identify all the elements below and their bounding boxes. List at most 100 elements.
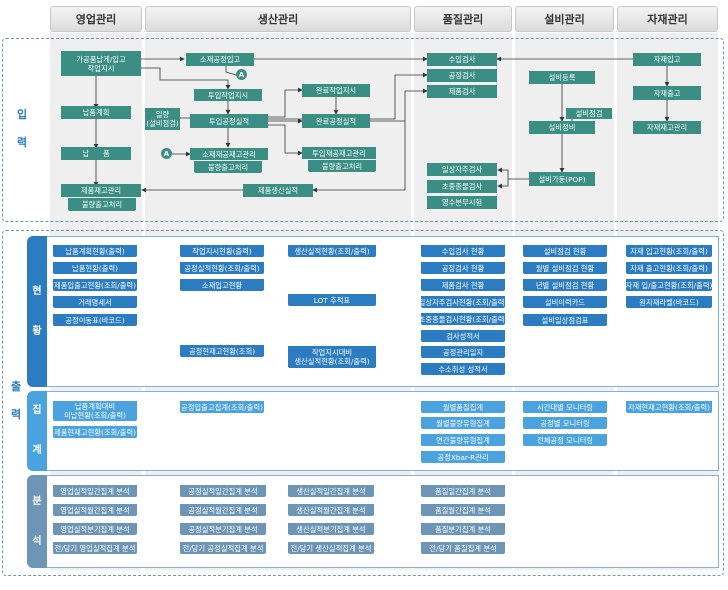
agg-quality-1: 월별불량유형집계 xyxy=(421,417,505,429)
cur-quality-1: 공정검사 현황 xyxy=(421,262,505,274)
agg-quality-3: 공정Xbar-R관리 xyxy=(421,451,505,463)
box-equipment-register: 설비등록 xyxy=(529,71,595,84)
cur-prod1-1: 공정실적현황(조회/출력) xyxy=(180,262,264,274)
box-product-stock: 제품재고관리 xyxy=(61,184,141,197)
box-delivery: 납 품 xyxy=(61,147,131,160)
cur-sales-1: 납품현황(출력) xyxy=(53,262,137,274)
ana-quality-2: 품질분기집계 분석 xyxy=(421,523,505,535)
agg-equip-0: 시간대별 모니터링 xyxy=(523,401,607,413)
ana-prod2-0: 생산실적일간집계 분석 xyxy=(288,485,374,497)
input-section-label: 입 력 xyxy=(16,108,28,149)
cur-quality-0: 수입검사 현황 xyxy=(421,245,505,257)
box-material-out: 자재출고 xyxy=(633,86,701,100)
ana-prod2-1: 생산실적월간집계 분석 xyxy=(288,504,374,516)
cur-equip-2: 년별 설비점검 현황 xyxy=(523,279,607,291)
cur-sales-0: 납품계획현황(출력) xyxy=(53,245,137,257)
ana-prod1-1: 공정실적월간집계 분석 xyxy=(180,504,266,516)
box-complete-process-result: 완료공정실적 xyxy=(302,114,370,128)
box-complete-work-order: 완료작업지시 xyxy=(302,84,370,97)
agg-quality-2: 연간불량유형집계 xyxy=(421,434,505,446)
ana-prod1-2: 공정실적분기집계 분석 xyxy=(180,523,266,535)
cur-material-0: 자재 입고현황(조회/출력) xyxy=(626,245,712,257)
box-product-inspection: 제품검사 xyxy=(427,85,497,98)
cur-prod1-2: 소재입고현황 xyxy=(180,279,264,291)
cur-prod2-0: 생산실적현황(조회/출력) xyxy=(288,245,376,257)
cur-quality-5: 검사성적서 xyxy=(421,330,505,342)
column-header-equipment: 설비관리 xyxy=(515,6,614,32)
cur-quality-7: 수소취성 성적서 xyxy=(421,363,505,375)
box-daily-self-inspection: 일상자주검사 xyxy=(427,163,497,176)
agg-material-0: 자재현재고현황(조회/출력) xyxy=(626,401,712,413)
box-prod-defect-out-2: 불량출고처리 xyxy=(308,160,376,172)
box-material-process-in: 소재공정입고 xyxy=(186,53,254,66)
agg-equip-2: 전체공정 모니터링 xyxy=(523,434,607,446)
cur-equip-1: 월별 설비점검 현황 xyxy=(523,262,607,274)
agg-quality-0: 월별품질집계 xyxy=(421,401,505,413)
ana-sales-1: 영업실적월간집계 분석 xyxy=(53,504,137,516)
connector-a-bottom: A xyxy=(161,148,172,159)
input-section-frame xyxy=(2,38,724,222)
box-process-inspection: 공정검사 xyxy=(427,69,497,82)
agg-sales-1: 제품현재고현황(조회/출력) xyxy=(53,426,137,438)
box-input-wip-stock: 투입재공재고관리 xyxy=(302,147,376,159)
aggregate-band-label: 집 계 xyxy=(27,391,47,471)
cur-prod1-0: 작업지시현황(출력) xyxy=(180,245,264,257)
agg-prod-0: 공정입출고집계(조회/출력) xyxy=(180,401,264,413)
box-equipment-check: 설비점검 xyxy=(566,108,612,119)
ana-sales-0: 영업실적일간집계 분석 xyxy=(53,485,137,497)
box-sales-defect-out: 불량출고처리 xyxy=(68,198,136,211)
cur-prod1-3: 공정현재고현황(조회) xyxy=(180,345,264,357)
box-equipment-operation-pop: 설비가동(POP) xyxy=(529,172,595,186)
cur-quality-3: 일상자주검사현황(조회/출력) xyxy=(421,296,505,308)
cur-quality-2: 제품검사 현황 xyxy=(421,279,505,291)
agg-sales-0: 납품계획대비 미납현황(조회/출력) xyxy=(53,401,137,421)
cur-sales-3: 거래명세서 xyxy=(53,296,137,308)
box-incoming-inspection: 수입검사 xyxy=(427,53,497,66)
ana-quality-0: 품질일간집계 분석 xyxy=(421,485,505,497)
column-header-material: 자재관리 xyxy=(617,6,718,32)
box-material-stock: 자재재고관리 xyxy=(633,121,701,134)
ana-quality-1: 품질월간집계 분석 xyxy=(421,504,505,516)
cur-prod2-1: LOT 추적표 xyxy=(288,294,376,306)
box-sales-order: 가공품납게/입고 작업지시 xyxy=(61,51,141,76)
current-band-label: 현 황 xyxy=(27,236,47,387)
cur-quality-4: 초중종물검사현황(조회/출력) xyxy=(421,313,505,325)
box-delivery-plan: 납품계획 xyxy=(61,106,131,119)
ana-quality-3: 전/당기 품질집계 분석 xyxy=(421,542,505,554)
box-salt-spray-test: 영수분무시험 xyxy=(427,196,497,209)
box-prod-defect-out-1: 불량출고처리 xyxy=(194,161,262,173)
column-header-production: 생산관리 xyxy=(145,6,411,32)
cur-material-3: 원자재라벨(바코드) xyxy=(626,296,712,308)
cur-material-2: 자재 입/출고현황(조회/출력) xyxy=(626,279,712,291)
cur-quality-6: 공정관리일지 xyxy=(421,346,505,358)
column-header-sales: 영업관리 xyxy=(50,6,142,32)
column-header-quality: 품질관리 xyxy=(414,6,512,32)
cur-material-1: 자재 출고현황(조회/출력) xyxy=(626,262,712,274)
cur-equip-0: 설비점검 현황 xyxy=(523,245,607,257)
output-section-frame xyxy=(2,230,724,576)
ana-sales-2: 영업실적분기집계 분석 xyxy=(53,523,137,535)
box-material-wip-stock: 소재재공재고관리 xyxy=(190,148,268,160)
ana-prod2-3: 전/당기 생산실적집계 분석 xyxy=(288,542,374,554)
box-first-mid-last-inspection: 초중종물검사 xyxy=(427,180,497,193)
cur-sales-4: 공정이동표(바코드) xyxy=(53,314,137,326)
connector-a-top: A xyxy=(236,69,247,80)
agg-equip-1: 공정별 모니터링 xyxy=(523,417,607,429)
ana-sales-3: 전/당기 영업실적집계 분석 xyxy=(53,542,137,554)
box-product-production-result: 제품생산실적 xyxy=(243,184,313,197)
ana-prod1-3: 전/당기 공정실적집계 분석 xyxy=(180,542,266,554)
cur-equip-3: 설비이력카드 xyxy=(523,296,607,308)
box-equipment-maintenance: 설비정비 xyxy=(529,121,595,134)
aggregate-band-body xyxy=(47,391,719,471)
analysis-band-body xyxy=(47,475,719,568)
cur-prod2-2: 작업지시대비 생산실적현황(조회/출력) xyxy=(288,346,376,368)
box-material-in: 자재입고 xyxy=(633,53,701,66)
analysis-band-label: 분 석 xyxy=(27,475,47,568)
cur-sales-2: 제품입출고현황(조회/출력) xyxy=(53,279,137,291)
ana-prod1-0: 공정실적일간집계 분석 xyxy=(180,485,266,497)
output-section-label: 출 력 xyxy=(10,380,22,421)
ana-prod2-2: 생산실적분기집계 분석 xyxy=(288,523,374,535)
cur-equip-4: 설비일상점검표 xyxy=(523,314,607,326)
